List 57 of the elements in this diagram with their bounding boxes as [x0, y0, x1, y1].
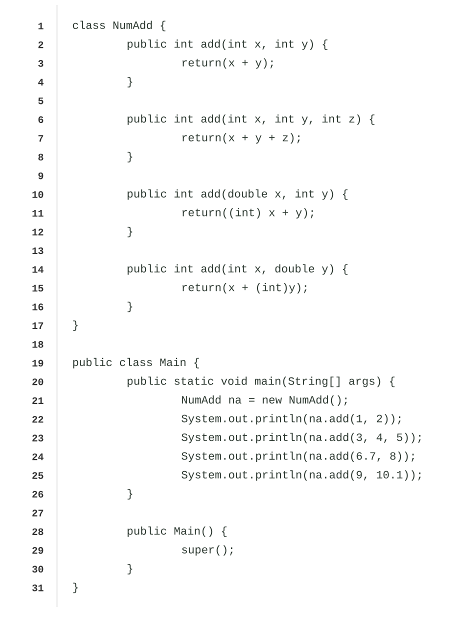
- line-number: 22: [32, 416, 44, 423]
- line-number: 13: [32, 247, 44, 254]
- line-number: 23: [32, 434, 44, 442]
- code-line: return(x + y + z);: [182, 133, 300, 144]
- line-number: 12: [32, 228, 44, 236]
- code-line: public int add(int x, double y) {: [128, 264, 348, 275]
- line-number: 10: [32, 191, 44, 198]
- code-line: }: [128, 226, 132, 238]
- line-number: 4: [38, 78, 44, 86]
- line-number: 21: [32, 397, 44, 404]
- code-line: super();: [182, 545, 233, 556]
- line-number: 19: [32, 360, 44, 367]
- line-number: 30: [32, 566, 44, 573]
- code-line: }: [73, 320, 78, 331]
- code-line: return((int) x + y);: [182, 208, 314, 219]
- line-number: 14: [32, 266, 44, 273]
- code-line: System.out.println(na.add(6.7, 8));: [182, 452, 414, 462]
- line-number: 5: [38, 98, 44, 104]
- line-number: 26: [32, 490, 44, 498]
- line-number: 16: [32, 304, 44, 310]
- code-line: }: [128, 76, 132, 88]
- line-number: 1: [38, 22, 44, 30]
- line-number: 8: [38, 154, 44, 160]
- line-number: 2: [38, 41, 44, 48]
- line-number: 15: [32, 284, 44, 292]
- line-number: 29: [32, 547, 44, 554]
- line-number: 6: [38, 116, 44, 124]
- line-number: 3: [38, 60, 44, 67]
- line-number: 27: [32, 510, 44, 516]
- line-number: 18: [32, 341, 44, 348]
- code-line: class NumAdd {: [72, 20, 166, 32]
- code-line: }: [73, 582, 78, 594]
- code-line: System.out.println(na.add(3, 4, 5));: [182, 432, 421, 444]
- code-line: public class Main {: [73, 358, 199, 368]
- code-line: }: [128, 489, 132, 500]
- line-number: 11: [32, 210, 44, 217]
- code-line: }: [128, 302, 132, 312]
- code-line: }: [128, 152, 132, 162]
- code-line: public int add(double x, int y) {: [128, 189, 348, 200]
- code-line: }: [128, 564, 132, 574]
- line-number: 20: [32, 378, 44, 386]
- line-number: 7: [38, 135, 44, 142]
- line-number: 17: [32, 322, 44, 329]
- code-line: public static void main(String[] args) {: [128, 376, 395, 388]
- line-number: 28: [32, 528, 44, 536]
- code-line: public int add(int x, int y, int z) {: [128, 114, 374, 125]
- code-line: return(x + y);: [182, 58, 273, 69]
- code-line: NumAdd na = new NumAdd();: [182, 395, 347, 406]
- line-number: 24: [32, 453, 44, 460]
- line-number: 9: [38, 172, 44, 180]
- code-line: System.out.println(na.add(9, 10.1));: [182, 470, 421, 481]
- line-number: 31: [32, 584, 44, 592]
- line-number: 25: [32, 472, 44, 479]
- code-line: return(x + (int)y);: [182, 283, 306, 294]
- code-line: public Main() {: [128, 526, 227, 537]
- code-line: System.out.println(na.add(1, 2));: [182, 414, 401, 425]
- code-line: public int add(int x, int y) {: [128, 40, 328, 50]
